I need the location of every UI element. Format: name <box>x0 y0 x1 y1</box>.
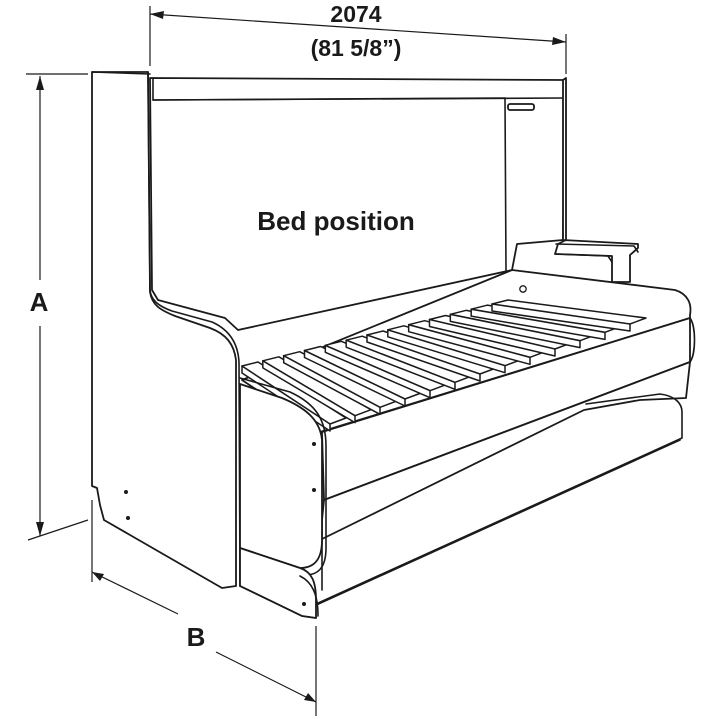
slat-edge <box>324 344 431 392</box>
left-side-panel <box>91 71 241 589</box>
cabinet-back-wall <box>149 77 566 331</box>
slat-edge <box>262 360 356 417</box>
width-mm-label: 2074 <box>330 1 381 27</box>
depth-dimension-b <box>91 500 317 716</box>
dimension-b-label: B <box>187 622 206 652</box>
slat-edge <box>449 313 581 342</box>
slat-edge <box>428 318 556 350</box>
foot-end-panel <box>239 377 327 619</box>
right-side-panel <box>554 77 639 283</box>
slat-edge <box>345 339 456 384</box>
latch-icon <box>507 103 535 111</box>
bed-position-caption: Bed position <box>257 206 414 236</box>
slat-edge <box>470 308 606 334</box>
screw-hole <box>124 490 128 494</box>
screw-hole <box>312 442 316 446</box>
screw-hole <box>312 488 316 492</box>
slat-edge <box>387 329 506 367</box>
width-dimension <box>149 6 567 74</box>
width-inch-label: (81 5/8”) <box>311 35 402 61</box>
slat-edge <box>366 334 481 375</box>
slat-edge <box>407 323 531 359</box>
slat-edge <box>491 303 631 325</box>
screw-hole <box>302 602 306 606</box>
dimension-a-label: A <box>30 287 49 317</box>
slat-edge <box>241 365 331 425</box>
height-dimension-a <box>26 73 89 541</box>
slat-edge <box>282 354 381 409</box>
pivot-hole <box>519 285 527 293</box>
bed-slats <box>241 299 647 432</box>
screw-hole <box>126 516 130 520</box>
slat-edge <box>303 349 406 400</box>
